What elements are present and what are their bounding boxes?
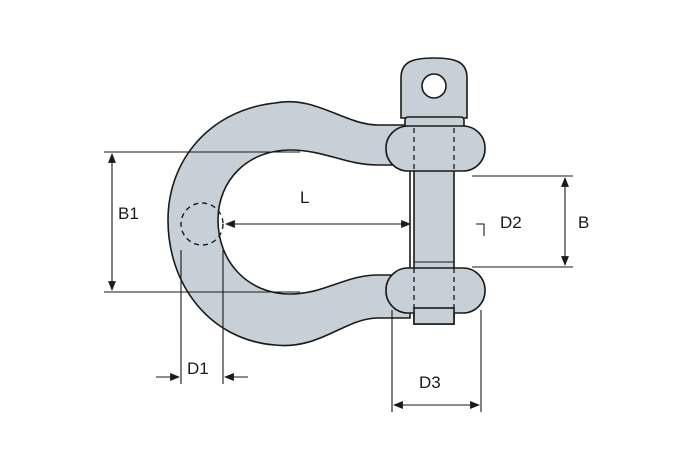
pin-eye-hole [421, 73, 447, 99]
label-d1: D1 [187, 359, 209, 378]
d1-section-circle [180, 202, 224, 246]
label-d2: D2 [500, 213, 522, 232]
hidden-pin-lines [413, 128, 455, 320]
label-d3: D3 [419, 373, 441, 392]
upper-boss [385, 125, 486, 172]
d2-mark [476, 223, 485, 236]
lower-boss [385, 267, 486, 314]
shackle-bow [167, 100, 411, 347]
label-b: B [578, 213, 589, 232]
label-l: L [300, 188, 309, 207]
pin-end [413, 307, 455, 325]
label-b1: B1 [118, 204, 139, 223]
